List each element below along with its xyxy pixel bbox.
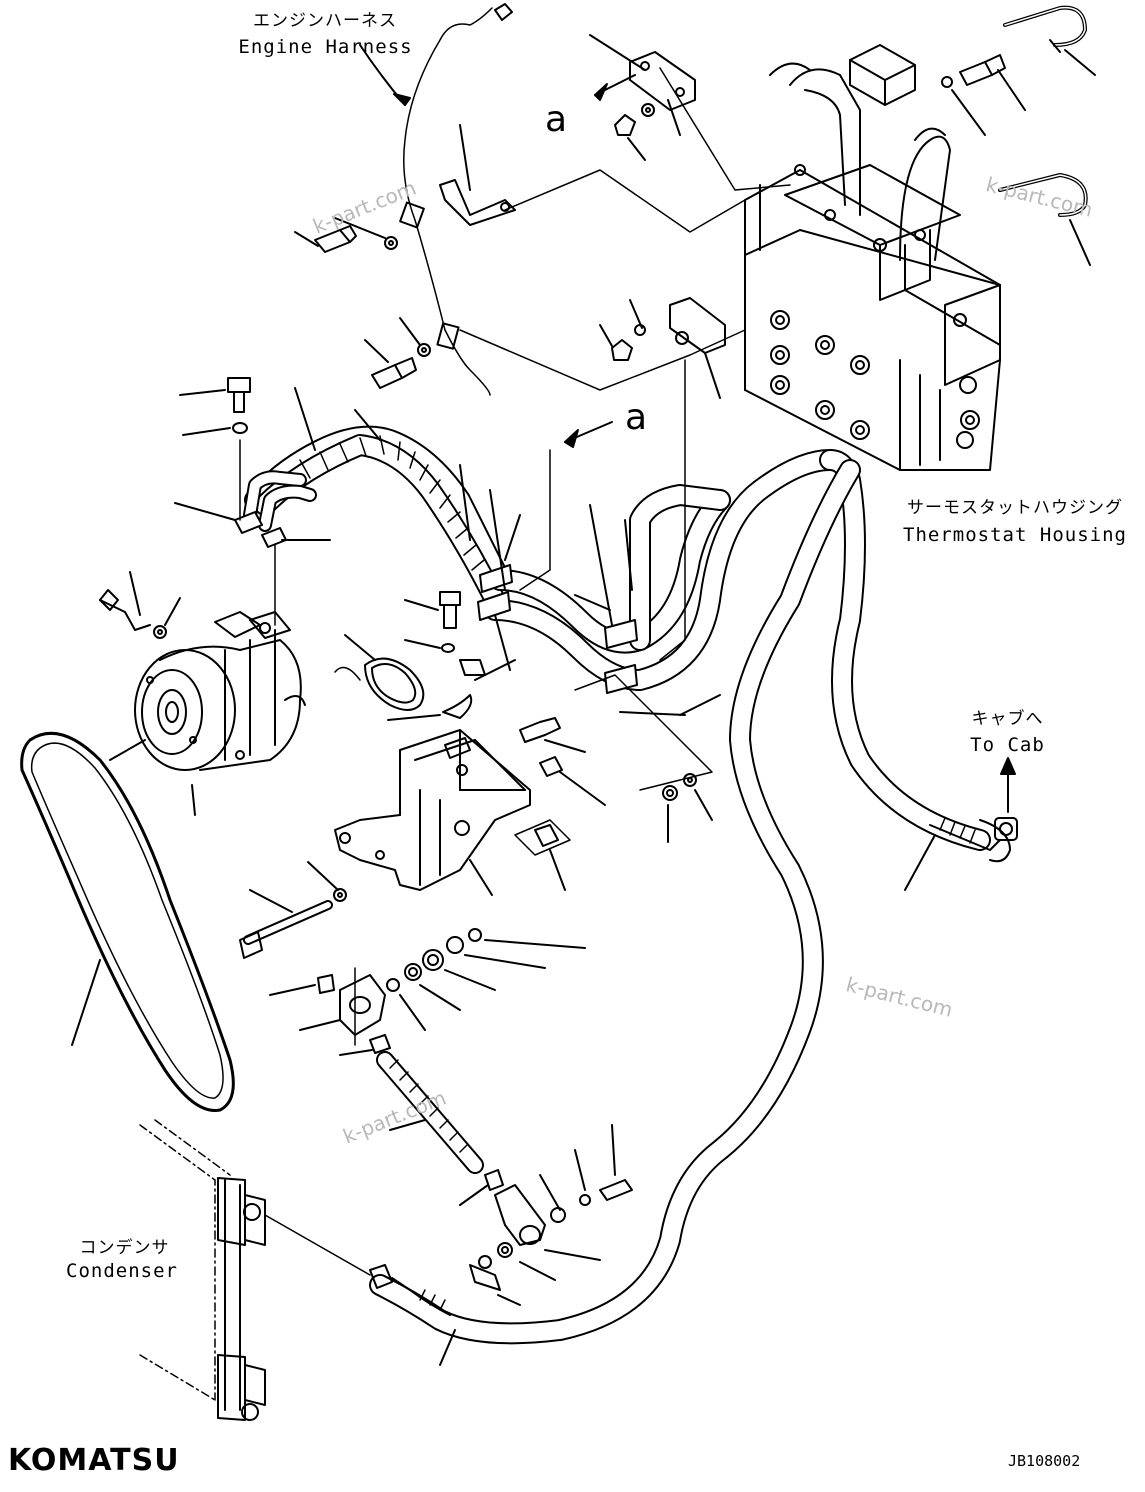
engine-harness-wire xyxy=(359,3,513,396)
thermostat-housing xyxy=(744,44,1001,471)
compressor xyxy=(134,611,306,816)
plate-bracket-mid xyxy=(599,297,726,399)
hose-clamps xyxy=(477,564,638,694)
hose-long-to-cab xyxy=(369,449,991,1345)
callout-a-top: a xyxy=(545,99,568,140)
long-bolt xyxy=(239,861,347,959)
hose-spiral-upper xyxy=(244,425,511,611)
thermostat-housing-label-jp: サーモスタットハウジング xyxy=(907,498,1123,518)
to-cab-label-jp: キャブへ xyxy=(971,709,1044,729)
condenser-label-en: Condenser xyxy=(66,1260,178,1282)
engine-harness-label-en: Engine Harness xyxy=(238,36,413,58)
drawing-code: JB108002 xyxy=(1008,1452,1081,1470)
plate-bracket-top xyxy=(589,34,696,161)
compressor-bolt xyxy=(99,571,181,639)
bolt-harness-clip-2 xyxy=(364,317,460,389)
callout-a-arrow-mid xyxy=(564,421,613,448)
condenser-label-jp: コンデンサ xyxy=(79,1238,170,1258)
gasket-ring xyxy=(334,634,425,711)
to-cab-arrow xyxy=(1000,757,1016,813)
hose-to-housing-1 xyxy=(484,449,841,691)
v-belt xyxy=(20,731,235,1112)
hose-spiral-wrap xyxy=(299,435,485,571)
harness-bracket xyxy=(439,124,516,226)
bolt-harness-clip-1 xyxy=(294,201,425,253)
condenser-fitting xyxy=(369,1264,456,1366)
callout-a-mid: a xyxy=(625,397,648,438)
bolt-top-right xyxy=(941,54,1026,136)
lower-connector xyxy=(469,1124,633,1306)
compressor-bracket xyxy=(334,729,531,896)
engine-harness-label-jp: エンジンハーネス xyxy=(253,11,397,31)
cab-fitting xyxy=(929,817,1018,863)
bolt-upper-left xyxy=(174,377,381,626)
callout-a-arrow-top xyxy=(594,74,636,101)
hose-leaders xyxy=(459,359,936,891)
bracket-fasteners xyxy=(514,674,713,891)
hose-short xyxy=(376,1051,504,1206)
u-bolt-lower xyxy=(998,173,1091,266)
to-cab-label-en: To Cab xyxy=(970,734,1045,756)
lower-fittings xyxy=(269,928,586,1056)
komatsu-logo: KOMATSU xyxy=(8,1443,180,1478)
u-bolt-upper xyxy=(1003,5,1096,76)
leader-lines xyxy=(459,67,791,391)
thermostat-housing-label-en: Thermostat Housing xyxy=(903,524,1127,546)
condenser xyxy=(139,1119,371,1421)
